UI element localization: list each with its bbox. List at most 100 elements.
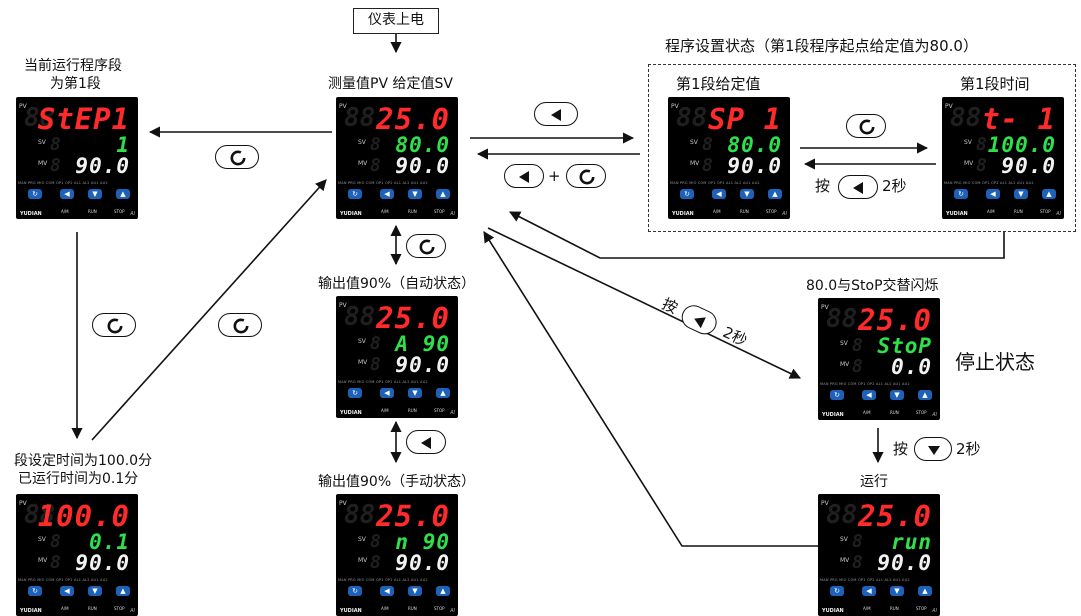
brand-logo: YUDIAN [340,608,362,614]
indicator-leds: MAN PRG MIO COM OP1 OP2 AL1 AL2 AU1 AU2 [820,578,910,582]
left-key[interactable]: ◀ [986,189,1000,199]
left-key[interactable]: ◀ [862,586,876,596]
up-key[interactable]: ▲ [116,189,130,199]
indicator-leds: MAN PRG MIO COM OP1 OP2 AL1 AL2 AU1 AU2 [820,382,910,386]
up-key[interactable]: ▲ [436,189,450,199]
front-keys: ↻ ◀ ▼ ▲ [342,189,454,203]
model-label: AI [932,608,937,614]
pv-display: 25.0 [858,499,932,533]
indicator-leds: MAN PRG MIO COM OP1 OP2 AL1 AL2 AU1 AU2 [18,181,108,185]
set-key-seg [846,114,886,138]
pv-tag: PV [821,500,829,507]
brand-logo: YUDIAN [946,211,968,217]
am-label: A/M [987,209,995,214]
pv-tag: PV [19,103,27,110]
mv-tag: MV [358,160,368,167]
set-key[interactable]: ↻ [348,388,362,398]
up-key[interactable]: ▲ [918,390,932,400]
left-key[interactable]: ◀ [380,388,394,398]
up-key[interactable]: ▲ [116,586,130,596]
left-key[interactable]: ◀ [380,189,394,199]
left-key[interactable]: ◀ [712,189,726,199]
left-key-seg [838,175,878,199]
left-key[interactable]: ◀ [60,189,74,199]
mv-display: 90.0 [395,551,450,575]
run-label: RUN [88,209,97,214]
model-label: AI [130,211,135,217]
left-key-stop [677,301,721,339]
set-key[interactable]: ↻ [348,189,362,199]
set-key-combo [566,164,606,188]
front-keys: ↻ ◀ ▼ ▲ [22,586,134,600]
pv-tag: PV [339,500,347,507]
down-key[interactable]: ▼ [1014,189,1028,199]
set-key[interactable]: ↻ [28,586,42,596]
am-label: A/M [381,606,389,611]
stop-label: STOP [434,209,445,214]
brand-logo: YUDIAN [822,412,844,418]
down-key[interactable]: ▼ [408,388,422,398]
set-key[interactable]: ↻ [348,586,362,596]
pv-tag: PV [339,302,347,309]
plus-sign: + [548,167,561,185]
down-key[interactable]: ▼ [88,586,102,596]
mv-display: 90.0 [395,154,450,178]
label-auto-output: 输出值90%（自动状态） [318,276,476,292]
arrow-main-to-stop [487,227,802,379]
sv-ghost-digits: 8 [852,531,863,552]
mv-tag: MV [840,557,850,564]
up-key[interactable]: ▲ [436,586,450,596]
down-key[interactable]: ▼ [890,390,904,400]
down-key[interactable]: ▼ [408,586,422,596]
program-setting-box [648,64,1076,232]
stop-label: STOP [1040,209,1051,214]
model-label: AI [782,211,787,217]
run-label: RUN [890,410,899,415]
mv-display: 0.0 [891,355,932,379]
stop-label: STOP [766,209,777,214]
label-manual-output: 输出值90%（手动状态） [318,474,476,490]
indicator-leds: MAN PRG MIO COM OP1 OP2 AL1 AL2 AU1 AU2 [670,181,760,185]
label-run: 运行 [860,474,888,490]
indicator-leds: MAN PRG MIO COM OP1 OP2 AL1 AL2 AU1 AU2 [18,578,108,582]
label-pv-sv: 测量值PV 给定值SV [328,76,453,92]
up-key[interactable]: ▲ [1042,189,1056,199]
mv-ghost-digits: 8 [370,354,381,375]
set-key[interactable]: ↻ [680,189,694,199]
set-key[interactable]: ↻ [28,189,42,199]
pv-tag: PV [671,103,679,110]
sv-ghost-digits: 8 [50,134,61,155]
up-key[interactable]: ▲ [918,586,932,596]
front-keys: ↻ ◀ ▼ ▲ [824,586,936,600]
front-keys: ↻ ◀ ▼ ▲ [342,586,454,600]
model-label: AI [450,410,455,416]
mv-tag: MV [358,557,368,564]
label-stop-state: 停止状态 [955,350,1035,374]
down-key[interactable]: ▼ [408,189,422,199]
up-key[interactable]: ▲ [436,388,450,398]
up-key[interactable]: ▲ [768,189,782,199]
sv-display: 1 [116,133,130,157]
sv-display: n 90 [395,530,450,554]
set-key[interactable]: ↻ [830,586,844,596]
down-key[interactable]: ▼ [890,586,904,596]
mv-display: 90.0 [75,154,130,178]
brand-logo: YUDIAN [20,608,42,614]
pv-display: 100.0 [37,499,130,533]
sv-ghost-digits: 8 [370,134,381,155]
pv-display: SP 1 [708,102,782,136]
set-key[interactable]: ↻ [954,189,968,199]
label-program-state: 程序设置状态（第1段程序起点给定值为80.0） [665,37,978,55]
down-key[interactable]: ▼ [740,189,754,199]
left-key[interactable]: ◀ [380,586,394,596]
mv-tag: MV [38,160,48,167]
left-key[interactable]: ◀ [862,390,876,400]
down-key[interactable]: ▼ [88,189,102,199]
stop-label: STOP [916,606,927,611]
set-key-main-auto [406,234,446,258]
left-key[interactable]: ◀ [60,586,74,596]
set-key[interactable]: ↻ [830,390,844,400]
